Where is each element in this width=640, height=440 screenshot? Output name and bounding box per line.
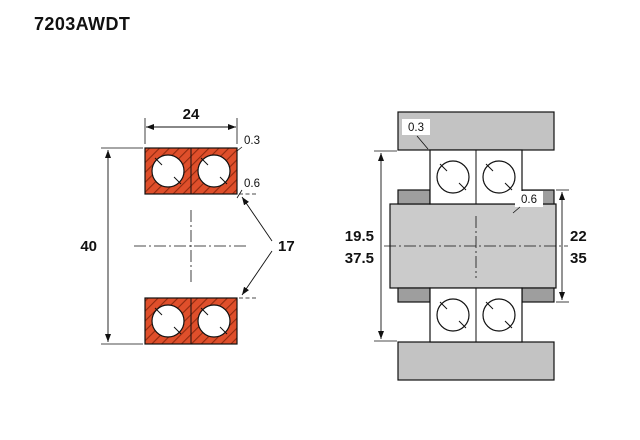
cage-line — [485, 301, 494, 310]
chamfer-outer-label: 0.3 — [244, 135, 260, 147]
ball — [151, 304, 185, 338]
dim-od-label: 40 — [80, 238, 97, 255]
ring-section-upper — [144, 147, 238, 195]
cage-line — [504, 182, 513, 191]
chamfer-inner-callout: 0.6 — [236, 178, 260, 199]
fillet-housing-label: 0.3 — [408, 122, 424, 134]
ball — [482, 160, 516, 194]
dim-bore-label: 17 — [278, 238, 295, 255]
cage-line — [219, 326, 228, 335]
ball — [151, 154, 185, 188]
dim-bore-group: 17 — [239, 193, 295, 299]
cage-line — [219, 176, 228, 185]
cage-line — [154, 307, 163, 316]
leader-line — [512, 206, 521, 214]
dim-abutment-right-top-label: 22 — [570, 228, 587, 245]
dimension-line — [241, 250, 273, 296]
cage-line — [173, 176, 182, 185]
shaft-shoulder-bottom-right — [521, 287, 555, 303]
housing-lower — [397, 341, 555, 381]
fillet-housing-callout: 0.3 — [402, 119, 430, 150]
dim-abutment-right-bottom-label: 35 — [570, 250, 587, 267]
dim-width-label: 24 — [183, 106, 200, 123]
ring-section-lower — [144, 297, 238, 345]
ball — [436, 298, 470, 332]
cage-line — [439, 163, 448, 172]
leader-line — [236, 146, 243, 152]
dim-abutment-left-bottom-label: 37.5 — [345, 250, 374, 267]
ball — [436, 160, 470, 194]
fillet-shaft-callout: 0.6 — [512, 191, 543, 214]
fillet-shaft-label: 0.6 — [521, 194, 537, 206]
label-box — [515, 191, 543, 207]
cage-line — [458, 320, 467, 329]
shaft-shoulder-top-left — [397, 189, 431, 205]
cage-line — [458, 182, 467, 191]
dim-width-group: 24 — [144, 106, 238, 144]
cage-line — [485, 163, 494, 172]
cage-line — [200, 307, 209, 316]
leader-line — [416, 135, 429, 150]
cage-line — [154, 157, 163, 166]
label-box — [402, 119, 430, 135]
dim-abutment-right-group: 22 35 — [556, 189, 587, 303]
dim-abutment-left-group: 19.5 37.5 — [345, 150, 397, 342]
mounted-view: 0.3 0.6 19.5 37.5 22 35 — [345, 111, 587, 381]
bearing-section-upper — [429, 149, 523, 205]
dim-abutment-left-top-label: 19.5 — [345, 228, 374, 245]
ball — [197, 154, 231, 188]
cage-line — [504, 320, 513, 329]
cage-line — [200, 157, 209, 166]
shaft-shoulder-bottom-left — [397, 287, 431, 303]
ball — [482, 298, 516, 332]
bearing-section-lower — [429, 287, 523, 343]
part-number: 7203AWDT — [34, 14, 130, 34]
cross-section-view: 24 40 17 0.3 0.6 — [80, 106, 295, 345]
chamfer-outer-callout: 0.3 — [236, 135, 260, 152]
dimension-line — [241, 196, 273, 242]
leader-line — [236, 189, 243, 199]
dim-od-group: 40 — [80, 147, 143, 345]
chamfer-inner-label: 0.6 — [244, 178, 260, 190]
cage-line — [439, 301, 448, 310]
cage-line — [173, 326, 182, 335]
ball — [197, 304, 231, 338]
